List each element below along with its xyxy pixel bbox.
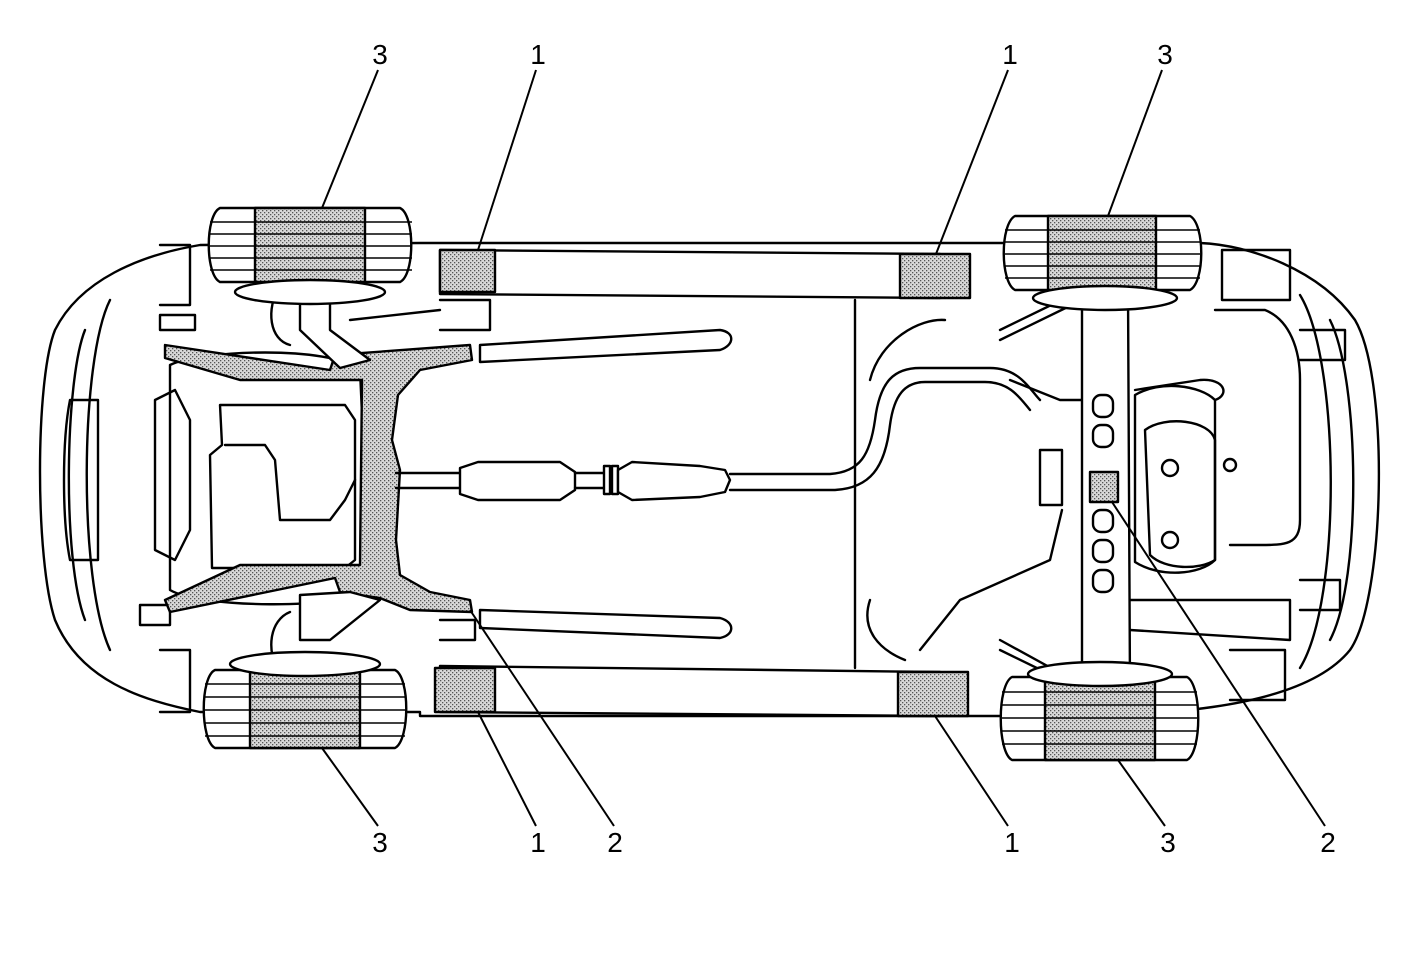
- lift-pad-rear-right: [896, 670, 970, 718]
- wheel-rear-left: [1002, 214, 1203, 312]
- callout-lift-rear-left: 1: [1002, 39, 1018, 70]
- callout-lift-front-left: 1: [530, 39, 546, 70]
- callout-wheel-front-left: 3: [372, 39, 388, 70]
- callout-lift-front-right: 1: [530, 827, 546, 858]
- callout-rear-axle: 2: [1320, 827, 1336, 858]
- rear-axle-lift-point: [1088, 470, 1120, 504]
- callout-wheel-front-right: 3: [372, 827, 388, 858]
- rear-floor: [866, 308, 1347, 662]
- callout-front-crossmember: 2: [607, 827, 623, 858]
- callout-lift-rear-right: 1: [1004, 827, 1020, 858]
- brake-lines: [478, 328, 733, 640]
- callout-wheel-rear-right: 3: [1160, 827, 1176, 858]
- wheel-rear-right: [999, 660, 1200, 762]
- lift-pad-front-right: [433, 666, 497, 714]
- callout-wheel-rear-left: 3: [1157, 39, 1173, 70]
- leader-lines: [321, 69, 1326, 827]
- wheel-front-right: [202, 650, 408, 750]
- exhaust-system: [394, 366, 1042, 502]
- front-crossmember: [163, 343, 474, 614]
- lift-pad-rear-left: [898, 252, 972, 300]
- lift-pad-front-left: [438, 248, 497, 294]
- wheel-front-left: [207, 206, 413, 306]
- front-suspension: [270, 283, 492, 677]
